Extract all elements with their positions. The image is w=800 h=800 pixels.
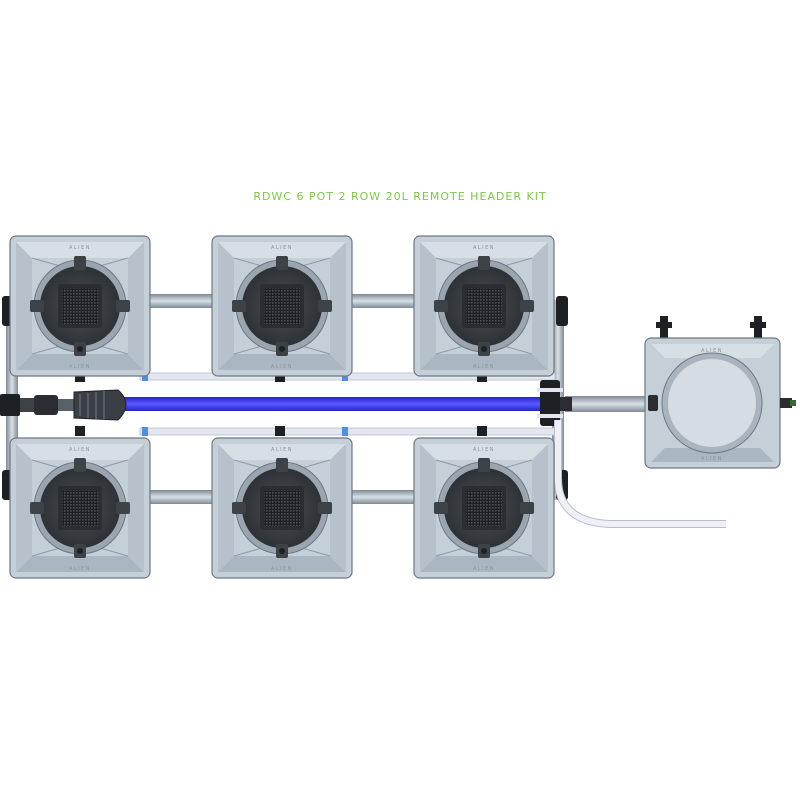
pot-icon bbox=[211, 235, 353, 377]
header-connection-pipe bbox=[565, 396, 645, 412]
feed-line bbox=[95, 397, 565, 411]
pot-icon bbox=[413, 235, 555, 377]
remote-header-tank-icon: ALIEN ALIEN bbox=[644, 316, 796, 469]
kit-title: RDWC 6 POT 2 ROW 20L REMOTE HEADER KIT bbox=[253, 190, 547, 203]
pot-row-top bbox=[9, 235, 555, 377]
pot-icon bbox=[9, 437, 151, 579]
pot-row-bottom bbox=[9, 437, 555, 579]
pump-icon bbox=[0, 389, 127, 421]
svg-text:ALIEN: ALIEN bbox=[701, 348, 723, 354]
pot-icon bbox=[413, 437, 555, 579]
pot-icon bbox=[211, 437, 353, 579]
valve-icon bbox=[537, 380, 572, 426]
pot-icon bbox=[9, 235, 151, 377]
svg-text:ALIEN: ALIEN bbox=[701, 456, 723, 462]
